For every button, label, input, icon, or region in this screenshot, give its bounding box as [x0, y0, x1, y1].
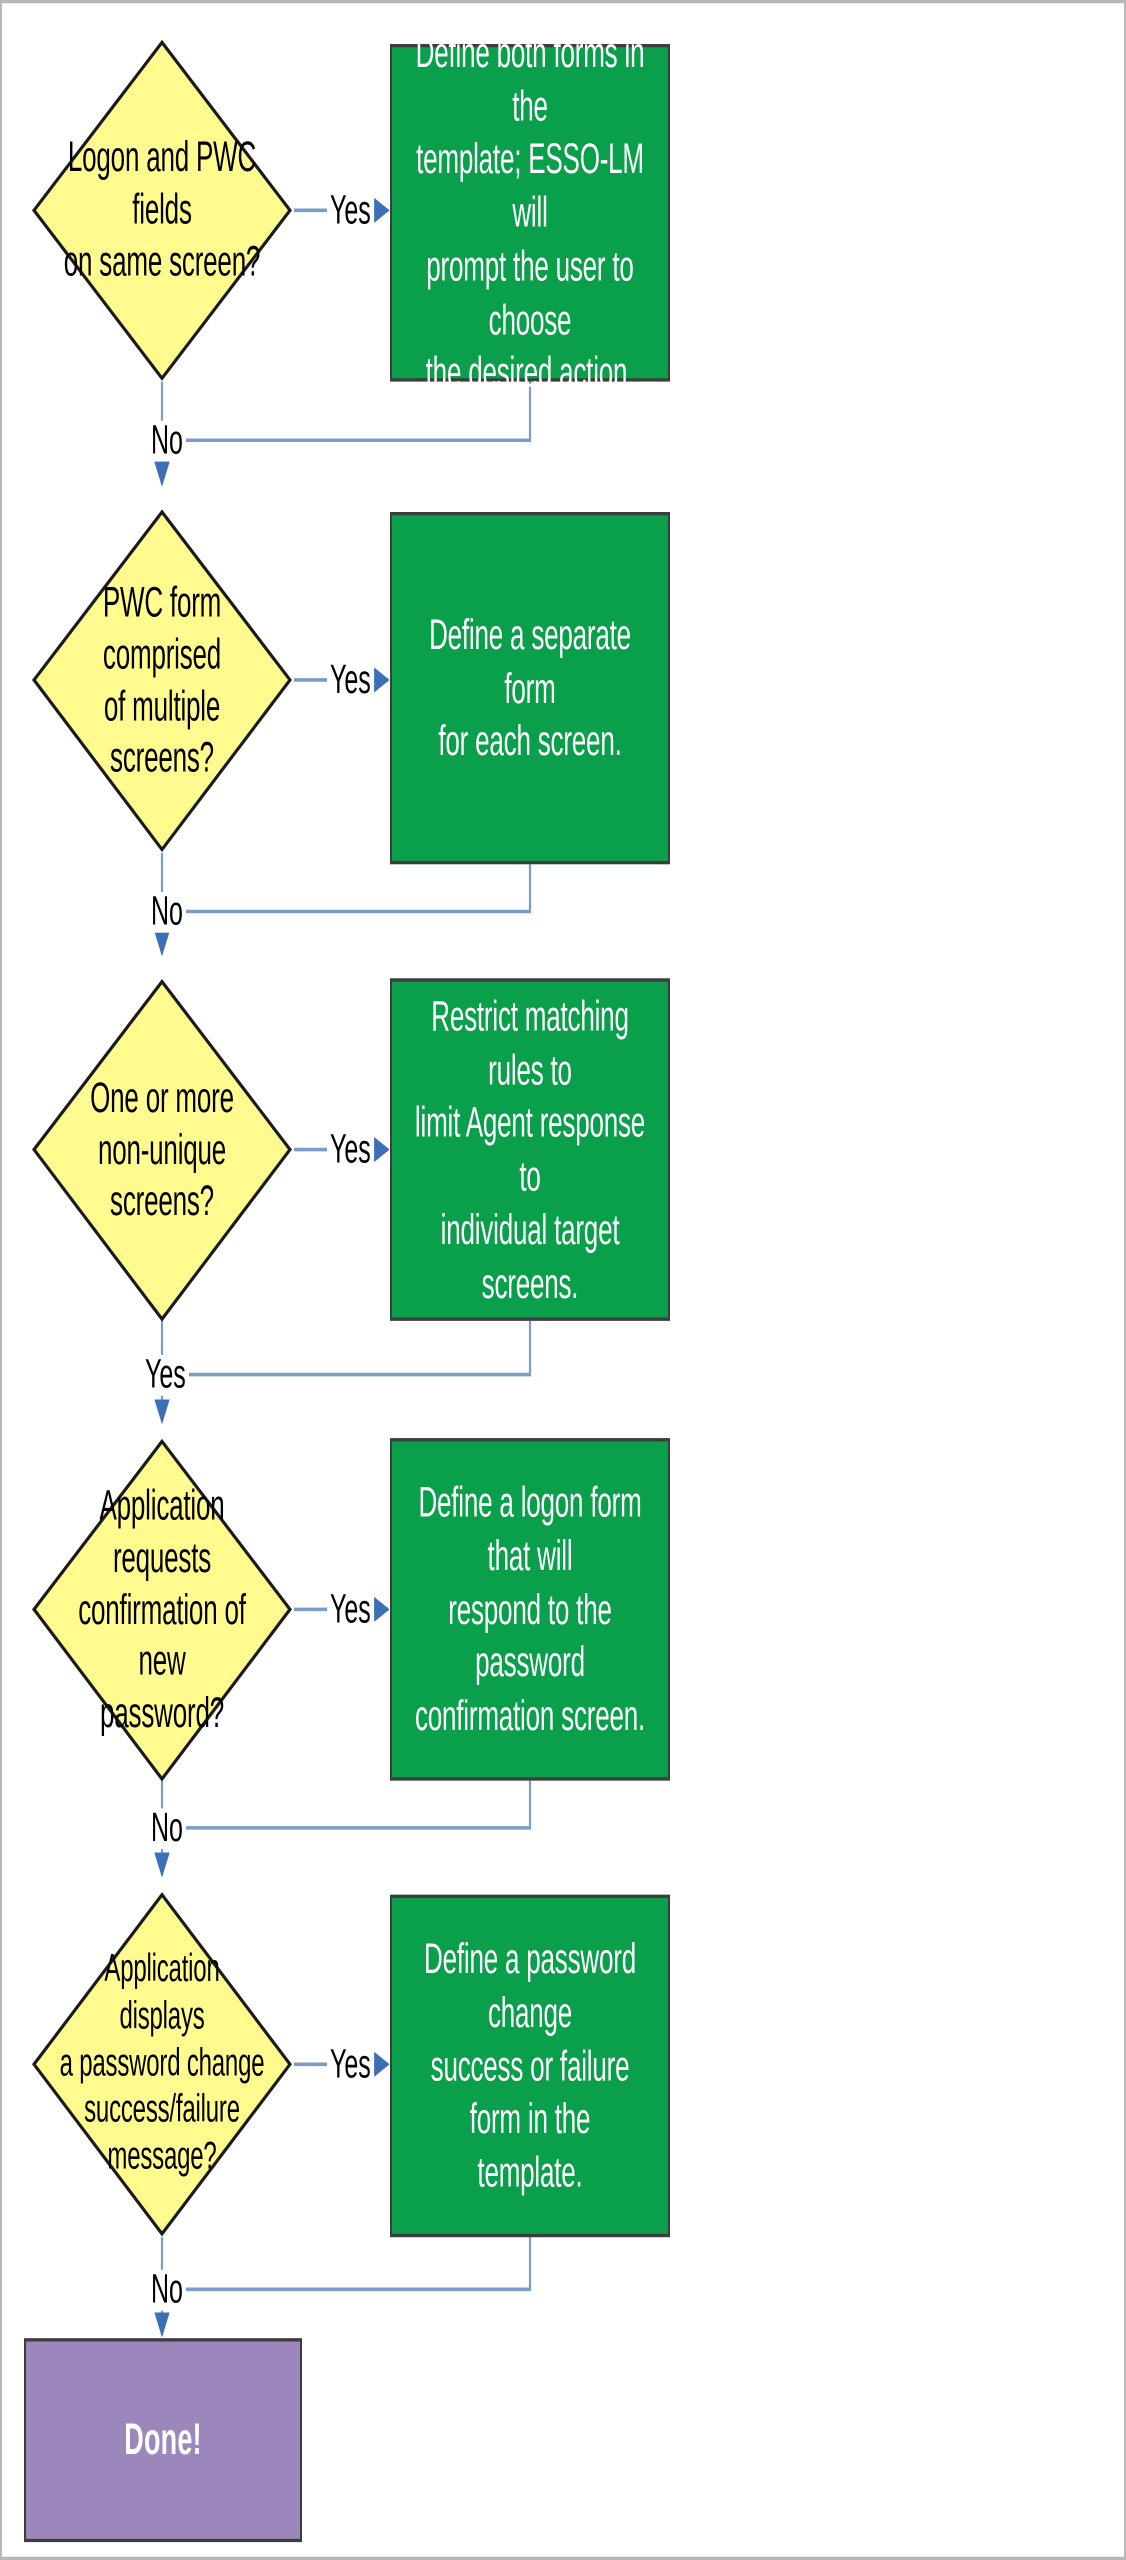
- decision-label: Application requests confirmation of new…: [78, 1480, 246, 1737]
- action-node-logon-form-confirmation[interactable]: Define a logon form that will respond to…: [390, 1438, 670, 1781]
- action-node-password-change-result-form[interactable]: Define a password change success or fail…: [390, 1894, 670, 2238]
- action-node-define-both-forms[interactable]: Define both forms in the template; ESSO-…: [390, 28, 670, 397]
- decision-node-non-unique-screens[interactable]: One or more non-unique screens?: [32, 978, 292, 1322]
- edge-label-yes-1: Yes: [327, 190, 374, 232]
- diamond-shape: [32, 1438, 292, 1782]
- action-node-restrict-matching-rules[interactable]: Restrict matching rules to limit Agent r…: [390, 978, 670, 1321]
- action-node-separate-form-per-screen[interactable]: Define a separate form for each screen.: [390, 512, 670, 865]
- action-label: Define a logon form that will respond to…: [414, 1477, 646, 1741]
- action-label: Define both forms in the template; ESSO-…: [415, 27, 645, 397]
- diamond-shape: [32, 1892, 292, 2237]
- terminal-label: Done!: [124, 2414, 202, 2464]
- decision-node-logon-pwc-same-screen[interactable]: Logon and PWC fields on same screen?: [32, 39, 292, 381]
- edge-label-yes-2: Yes: [327, 660, 374, 702]
- edge-label-no-3: Yes: [142, 1354, 189, 1396]
- decision-node-success-failure-message[interactable]: Application displays a password change s…: [32, 1891, 292, 2237]
- decision-node-password-confirmation[interactable]: Application requests confirmation of new…: [32, 1438, 292, 1782]
- decision-node-pwc-multiple-screens[interactable]: PWC form comprised of multiple screens?: [32, 509, 292, 853]
- decision-label: One or more non-unique screens?: [90, 1072, 234, 1226]
- diamond-shape: [32, 39, 292, 381]
- edge-label-yes-3: Yes: [327, 1129, 374, 1171]
- edge-label-yes-4: Yes: [327, 1589, 374, 1631]
- action-label: Define a separate form for each screen.: [429, 609, 631, 766]
- diamond-shape: [32, 509, 292, 853]
- edge-label-no-2: No: [148, 891, 186, 933]
- decision-label: Logon and PWC fields on same screen?: [63, 132, 261, 286]
- edge-label-no-4: No: [148, 1807, 186, 1850]
- action-label: Restrict matching rules to limit Agent r…: [414, 990, 646, 1307]
- decision-label: PWC form comprised of multiple screens?: [102, 577, 222, 782]
- action-label: Define a password change success or fail…: [424, 1934, 636, 2197]
- edge-label-yes-5: Yes: [327, 2044, 374, 2086]
- terminal-node-done[interactable]: Done!: [24, 2338, 302, 2543]
- edge-label-no-1: No: [148, 420, 186, 462]
- decision-label: Application displays a password change s…: [59, 1946, 265, 2179]
- diamond-shape: [32, 978, 292, 1322]
- edge-label-no-5: No: [148, 2269, 186, 2311]
